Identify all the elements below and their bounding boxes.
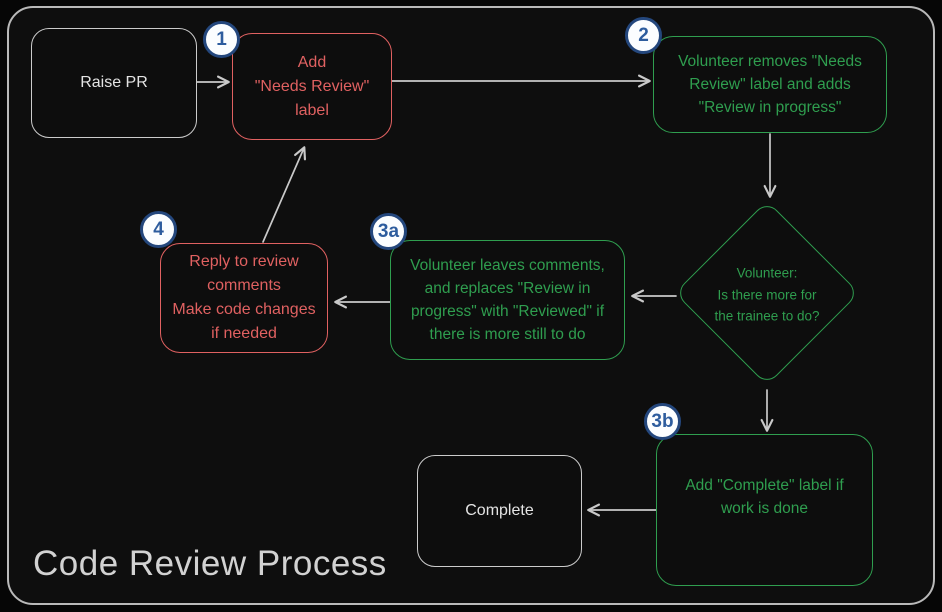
step-badge-2: 2 [625, 17, 662, 54]
node-volunteer-leaves-comments-text: Volunteer leaves comments, and replaces … [410, 256, 605, 344]
node-add-complete-label: Add "Complete" label if work is done [656, 434, 873, 586]
node-reply-to-review-comments-text: Reply to review comments Make code chang… [172, 253, 316, 342]
step-badge-1: 1 [203, 21, 240, 58]
node-add-needs-review-text: Add "Needs Review" label [254, 53, 370, 119]
step-badge-3b: 3b [644, 403, 681, 440]
diagram-title: Code Review Process [33, 544, 387, 583]
node-reply-to-review-comments: Reply to review comments Make code chang… [160, 243, 328, 353]
node-volunteer-removes-text: Volunteer removes "Needs Review" label a… [678, 52, 862, 117]
node-volunteer-leaves-comments: Volunteer leaves comments, and replaces … [390, 240, 625, 360]
node-add-complete-label-text: Add "Complete" label if work is done [685, 476, 844, 517]
node-raise-pr-label: Raise PR [80, 74, 148, 91]
node-volunteer-removes-label: Volunteer removes "Needs Review" label a… [653, 36, 887, 133]
node-raise-pr: Raise PR [31, 28, 197, 138]
decision-diamond-text: Volunteer: Is there more for the trainee… [714, 265, 820, 324]
step-badge-4: 4 [140, 211, 177, 248]
node-add-needs-review-label: Add "Needs Review" label [232, 33, 392, 140]
node-complete: Complete [417, 455, 582, 567]
step-badge-3a: 3a [370, 213, 407, 250]
node-complete-text: Complete [465, 502, 534, 519]
